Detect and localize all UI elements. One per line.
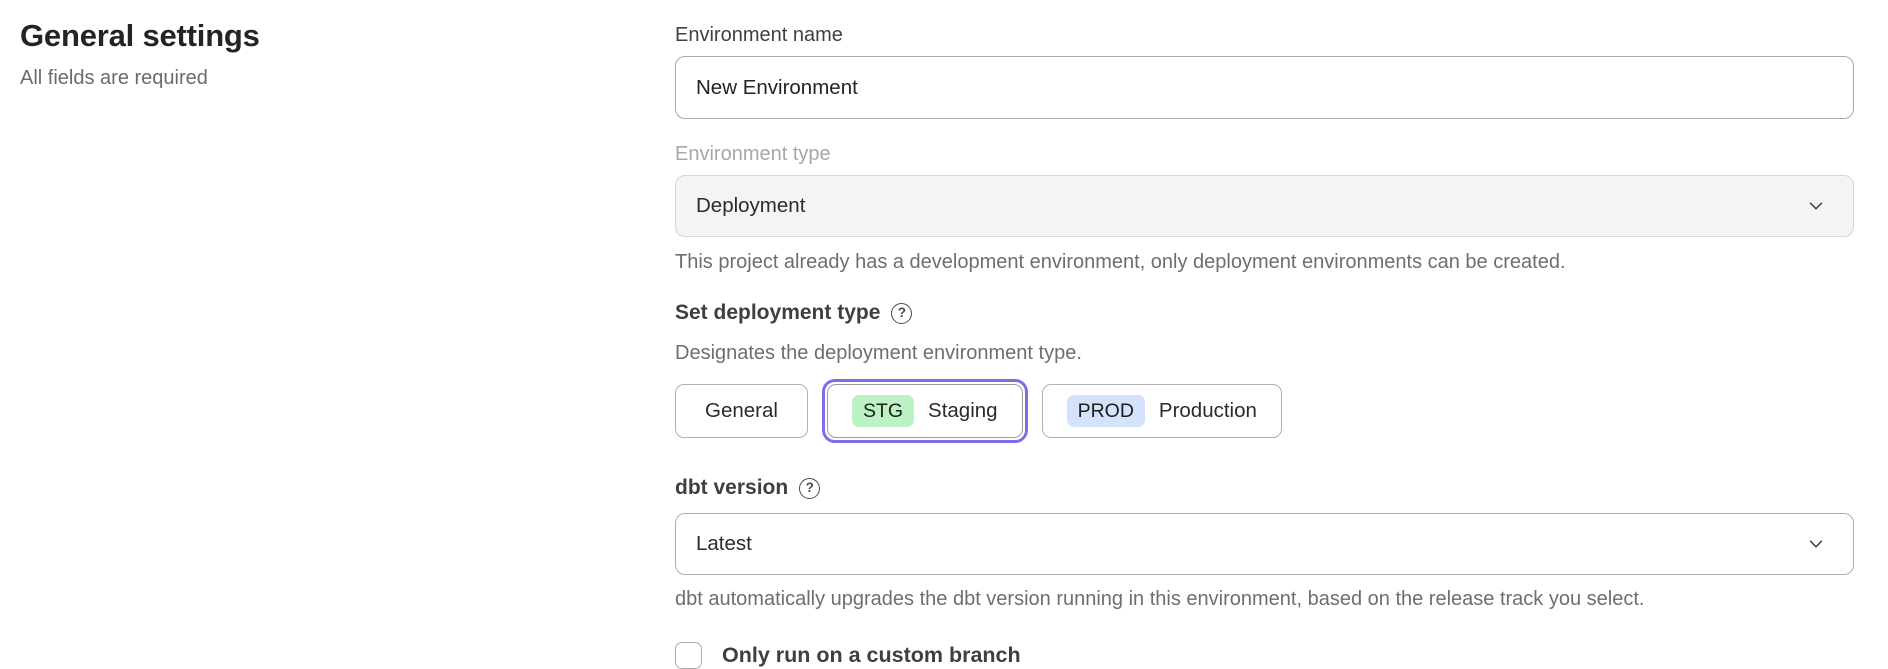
chevron-down-icon (1809, 540, 1823, 548)
deployment-type-option-production[interactable]: PROD Production (1041, 384, 1282, 438)
custom-branch-label[interactable]: Only run on a custom branch (722, 643, 1021, 667)
environment-type-helper: This project already has a development e… (675, 251, 1566, 273)
environment-type-select: Deployment (675, 175, 1854, 237)
dbt-version-value: Latest (696, 532, 752, 555)
dbt-version-heading: dbt version (675, 476, 789, 499)
custom-branch-checkbox[interactable] (675, 642, 702, 669)
help-icon[interactable]: ? (799, 477, 821, 499)
option-label: Staging (928, 399, 998, 422)
page-title: General settings (20, 18, 260, 53)
environment-type-value: Deployment (696, 194, 806, 217)
staging-badge: STG (851, 394, 915, 428)
chevron-down-icon (1809, 202, 1823, 210)
environment-type-label: Environment type (675, 143, 831, 165)
deployment-type-options: General STG Staging PROD Production (675, 379, 1854, 443)
custom-branch-row: Only run on a custom branch (675, 642, 1854, 669)
help-icon[interactable]: ? (891, 302, 913, 324)
dbt-version-select[interactable]: Latest (675, 513, 1854, 575)
environment-name-input[interactable] (675, 56, 1854, 119)
production-badge: PROD (1066, 394, 1145, 428)
page-subtitle: All fields are required (20, 67, 208, 89)
deployment-type-option-staging[interactable]: STG Staging (826, 384, 1023, 438)
dbt-version-helper: dbt automatically upgrades the dbt versi… (675, 588, 1645, 610)
environment-settings-form: Environment name Environment type Deploy… (675, 0, 1854, 669)
option-label: General (705, 399, 778, 422)
option-label: Production (1158, 399, 1257, 422)
deployment-type-description: Designates the deployment environment ty… (675, 342, 1082, 364)
selected-option-ring: STG Staging (821, 379, 1028, 443)
deployment-type-heading: Set deployment type (675, 301, 881, 324)
deployment-type-option-general[interactable]: General (675, 384, 808, 438)
environment-name-label: Environment name (675, 24, 843, 46)
settings-intro: General settings All fields are required (20, 18, 580, 90)
